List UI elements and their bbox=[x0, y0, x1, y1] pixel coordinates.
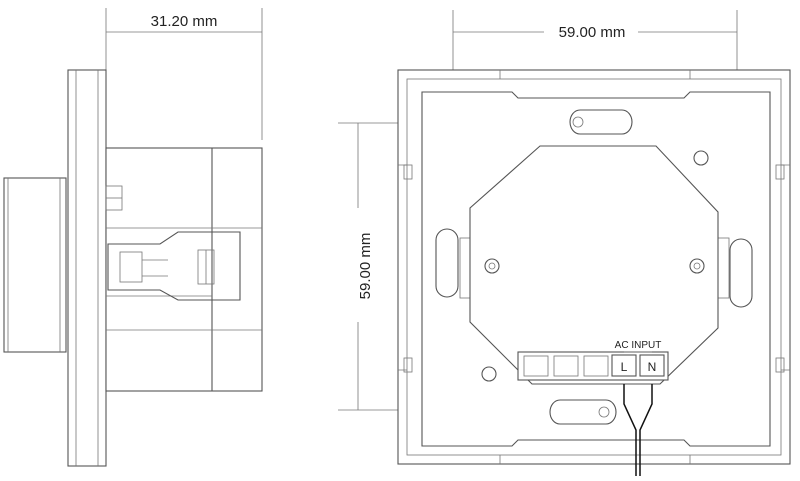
left-mounting-slot bbox=[435, 228, 459, 298]
outer-frame bbox=[397, 69, 791, 465]
lower-hole bbox=[481, 366, 497, 382]
left-screw bbox=[484, 258, 500, 274]
right-screw bbox=[689, 258, 705, 274]
depth-dimension: 31.20 mm bbox=[105, 8, 263, 140]
width-dimension: 59.00 mm bbox=[452, 10, 738, 205]
top-mounting-slot bbox=[569, 109, 633, 135]
terminal-header: AC INPUT bbox=[615, 340, 662, 351]
upper-hole bbox=[693, 150, 709, 166]
terminal-live-label: L bbox=[621, 360, 628, 374]
housing-side bbox=[105, 147, 263, 392]
width-dimension-label: 59.00 mm bbox=[559, 24, 626, 41]
mounting-plate bbox=[421, 91, 771, 447]
rear-view: 59.00 mm 59.00 mm bbox=[338, 10, 791, 476]
terminal-neutral-label: N bbox=[648, 360, 657, 374]
module-body bbox=[469, 145, 719, 385]
depth-dimension-label: 31.20 mm bbox=[151, 13, 218, 30]
front-panel bbox=[67, 69, 107, 467]
terminal-block: AC INPUT L N bbox=[517, 340, 669, 476]
height-dimension-label: 59.00 mm bbox=[357, 233, 374, 300]
bottom-mounting-slot bbox=[549, 399, 617, 425]
right-mounting-slot bbox=[729, 238, 753, 308]
knob bbox=[3, 177, 67, 353]
side-view: 31.20 mm bbox=[3, 8, 263, 467]
wires bbox=[623, 384, 653, 476]
